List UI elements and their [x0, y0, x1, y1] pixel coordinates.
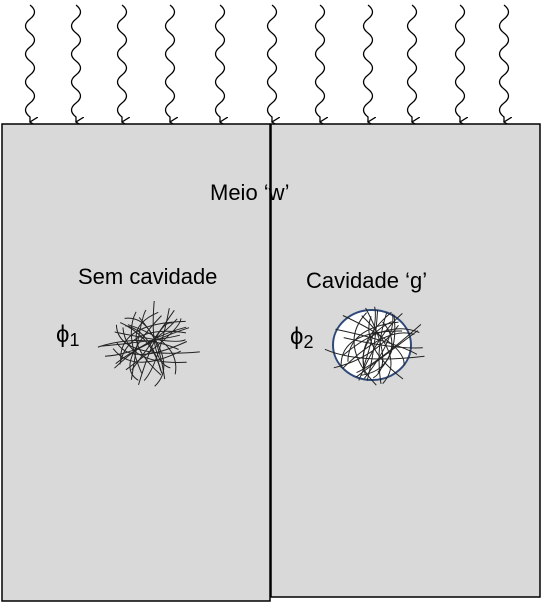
fiber-strand [364, 313, 394, 379]
fiber-strand [135, 311, 162, 376]
fiber-strand [124, 317, 166, 380]
fiber-strand [362, 306, 376, 369]
phi-1-letter: ϕ [56, 321, 69, 348]
fiber-strand [100, 334, 180, 347]
fiber-tangle-left [97, 300, 200, 387]
wavy-arrow [24, 4, 35, 122]
fiber-strand [138, 322, 173, 386]
fiber-strand [353, 312, 377, 386]
fiber-tangle-right [324, 306, 425, 386]
fiber-strand [342, 315, 405, 366]
phi-2-letter: ϕ [290, 323, 303, 350]
fiber-strand [362, 321, 392, 375]
wavy-arrow [454, 4, 465, 122]
fiber-strand [378, 312, 388, 384]
fiber-strand [119, 322, 163, 374]
fiber-strand [116, 341, 188, 355]
fiber-strand [114, 331, 186, 342]
fiber-strand [114, 326, 187, 369]
cavity-label: Cavidade ‘g’ [306, 268, 427, 293]
wavy-arrow [406, 4, 417, 122]
wavy-arrow [314, 4, 325, 122]
fiber-strand [125, 318, 182, 371]
without-cavity-label: Sem cavidade [78, 264, 217, 289]
wavy-arrow [116, 4, 127, 122]
medium-label: Meio ‘w’ [210, 180, 289, 205]
fiber-strand [377, 321, 393, 373]
incident-radiation-arrows [24, 4, 509, 122]
fiber-strand [343, 328, 420, 356]
fiber-strand [361, 315, 392, 384]
wavy-arrow [362, 4, 373, 122]
wavy-arrow [498, 4, 509, 122]
wavy-arrow [214, 4, 225, 122]
wavy-arrow [164, 4, 175, 122]
wavy-arrow [70, 4, 81, 122]
fiber-strand [130, 311, 143, 374]
fiber-strand [333, 325, 399, 369]
fiber-strand [97, 340, 179, 350]
fiber-strand [356, 324, 422, 374]
fiber-strand [342, 332, 415, 370]
wavy-arrow [266, 4, 277, 122]
fiber-strand [343, 337, 423, 349]
fiber-strand [365, 307, 384, 379]
fiber-strand [129, 315, 162, 381]
fiber-strand [152, 300, 171, 369]
fiber-strand [112, 348, 182, 363]
phi-2-subscript: 2 [303, 332, 313, 352]
fiber-strand [127, 324, 177, 375]
phi-1-subscript: 1 [69, 330, 79, 350]
phi-1-symbol: ϕ1 [56, 321, 79, 350]
phi-2-symbol: ϕ2 [290, 323, 313, 352]
